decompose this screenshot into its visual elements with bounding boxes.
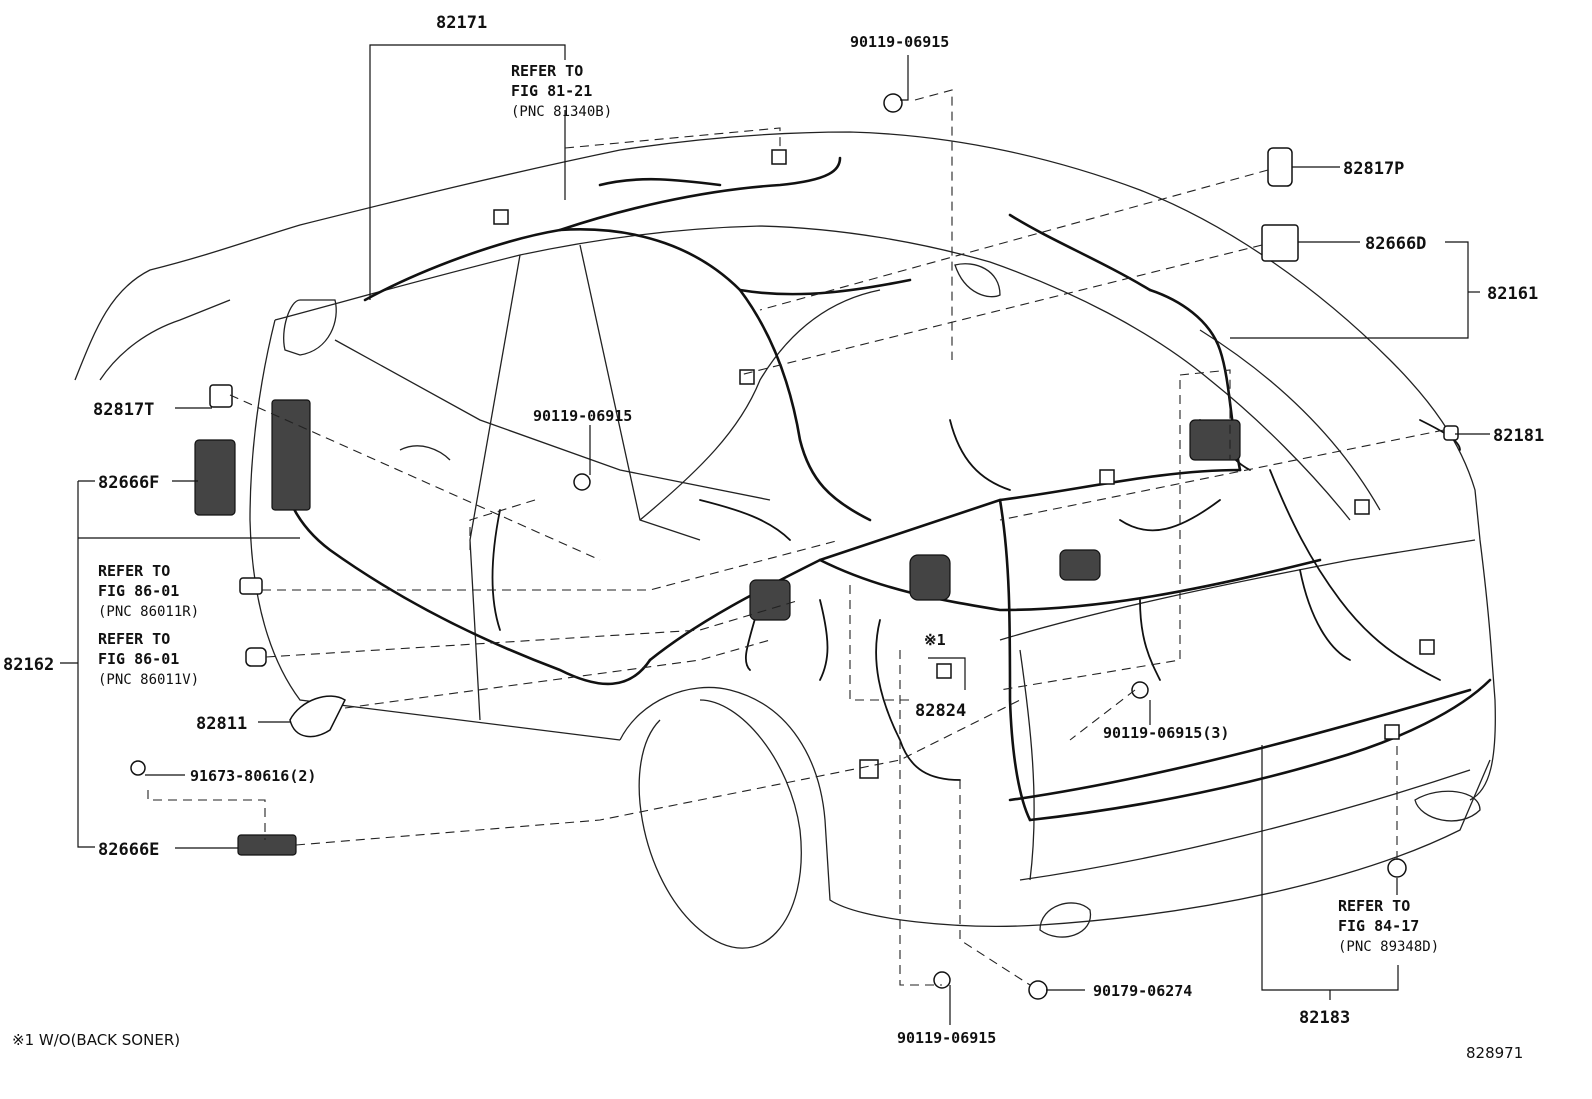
svg-text:(PNC 86011R): (PNC 86011R): [98, 604, 199, 620]
label-82817P: 82817P: [1343, 159, 1404, 179]
label-82811: 82811: [196, 714, 247, 734]
label-82666D: 82666D: [1365, 234, 1426, 254]
refer-block-86011V: REFER TO FIG 86-01 (PNC 86011V): [98, 630, 199, 688]
refer-block-81-21: REFER TO FIG 81-21 (PNC 81340B): [511, 62, 612, 120]
part-labels: 82171 90119-06915 82817P 82666D 82161 82…: [3, 13, 1544, 1047]
label-note-symbol: ※1: [924, 631, 946, 649]
label-90119-bot: 90119-06915: [897, 1029, 996, 1047]
label-90179: 90179-06274: [1093, 982, 1192, 1000]
refer-block-84-17: REFER TO FIG 84-17 (PNC 89348D): [1338, 897, 1439, 955]
refer-block-86011R: REFER TO FIG 86-01 (PNC 86011R): [98, 562, 199, 620]
label-82183: 82183: [1299, 1008, 1350, 1028]
label-82161: 82161: [1487, 284, 1538, 304]
label-82162: 82162: [3, 655, 54, 675]
svg-text:(PNC 81340B): (PNC 81340B): [511, 104, 612, 120]
dashed-lines: [147, 89, 1445, 986]
label-82666E: 82666E: [98, 840, 159, 860]
label-91673: 91673-80616(2): [190, 767, 316, 785]
label-90119-top: 90119-06915: [850, 33, 949, 51]
figure-id: 828971: [1466, 1044, 1523, 1062]
svg-text:REFER TO: REFER TO: [98, 562, 170, 580]
footnote: ※1 W/O(BACK SONER): [12, 1031, 180, 1049]
svg-text:FIG 84-17: FIG 84-17: [1338, 917, 1419, 935]
svg-text:(PNC 89348D): (PNC 89348D): [1338, 939, 1439, 955]
leader-lines: [60, 44, 1490, 1025]
svg-text:(PNC 86011V): (PNC 86011V): [98, 672, 199, 688]
svg-text:FIG 86-01: FIG 86-01: [98, 650, 179, 668]
label-82181: 82181: [1493, 426, 1544, 446]
label-82171: 82171: [436, 13, 487, 33]
label-90119-mid: 90119-06915: [533, 407, 632, 425]
label-82824: 82824: [915, 701, 966, 721]
svg-text:FIG 86-01: FIG 86-01: [98, 582, 179, 600]
label-82817T: 82817T: [93, 400, 154, 420]
label-82666F: 82666F: [98, 473, 159, 493]
svg-text:REFER TO: REFER TO: [1338, 897, 1410, 915]
svg-text:REFER TO: REFER TO: [98, 630, 170, 648]
parts: [130, 93, 1459, 1000]
svg-text:FIG 81-21: FIG 81-21: [511, 82, 592, 100]
label-90119-3: 90119-06915(3): [1103, 724, 1229, 742]
svg-text:REFER TO: REFER TO: [511, 62, 583, 80]
